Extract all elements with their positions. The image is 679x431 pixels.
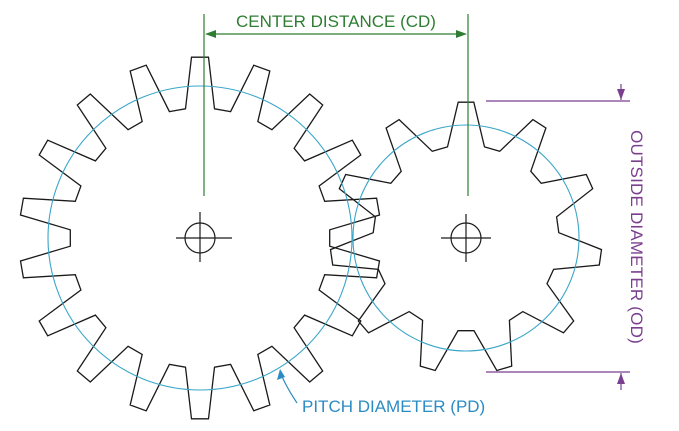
center-distance-dimension xyxy=(203,14,469,196)
large-pitch-circle xyxy=(47,85,353,391)
pitch-diameter-label: PITCH DIAMETER (PD) xyxy=(302,397,485,416)
large-center-mark xyxy=(176,212,232,262)
large-gear-outline xyxy=(19,56,381,420)
small-center-mark xyxy=(441,214,491,262)
small-gear-outline xyxy=(329,101,603,372)
outside-diameter-label: OUTSIDE DIAMETER (OD) xyxy=(627,130,646,344)
small-pitch-circle xyxy=(352,124,580,352)
center-distance-label: CENTER DISTANCE (CD) xyxy=(236,12,436,31)
pitch-diameter-leader xyxy=(277,369,298,404)
outside-diameter-dimension xyxy=(486,84,630,390)
